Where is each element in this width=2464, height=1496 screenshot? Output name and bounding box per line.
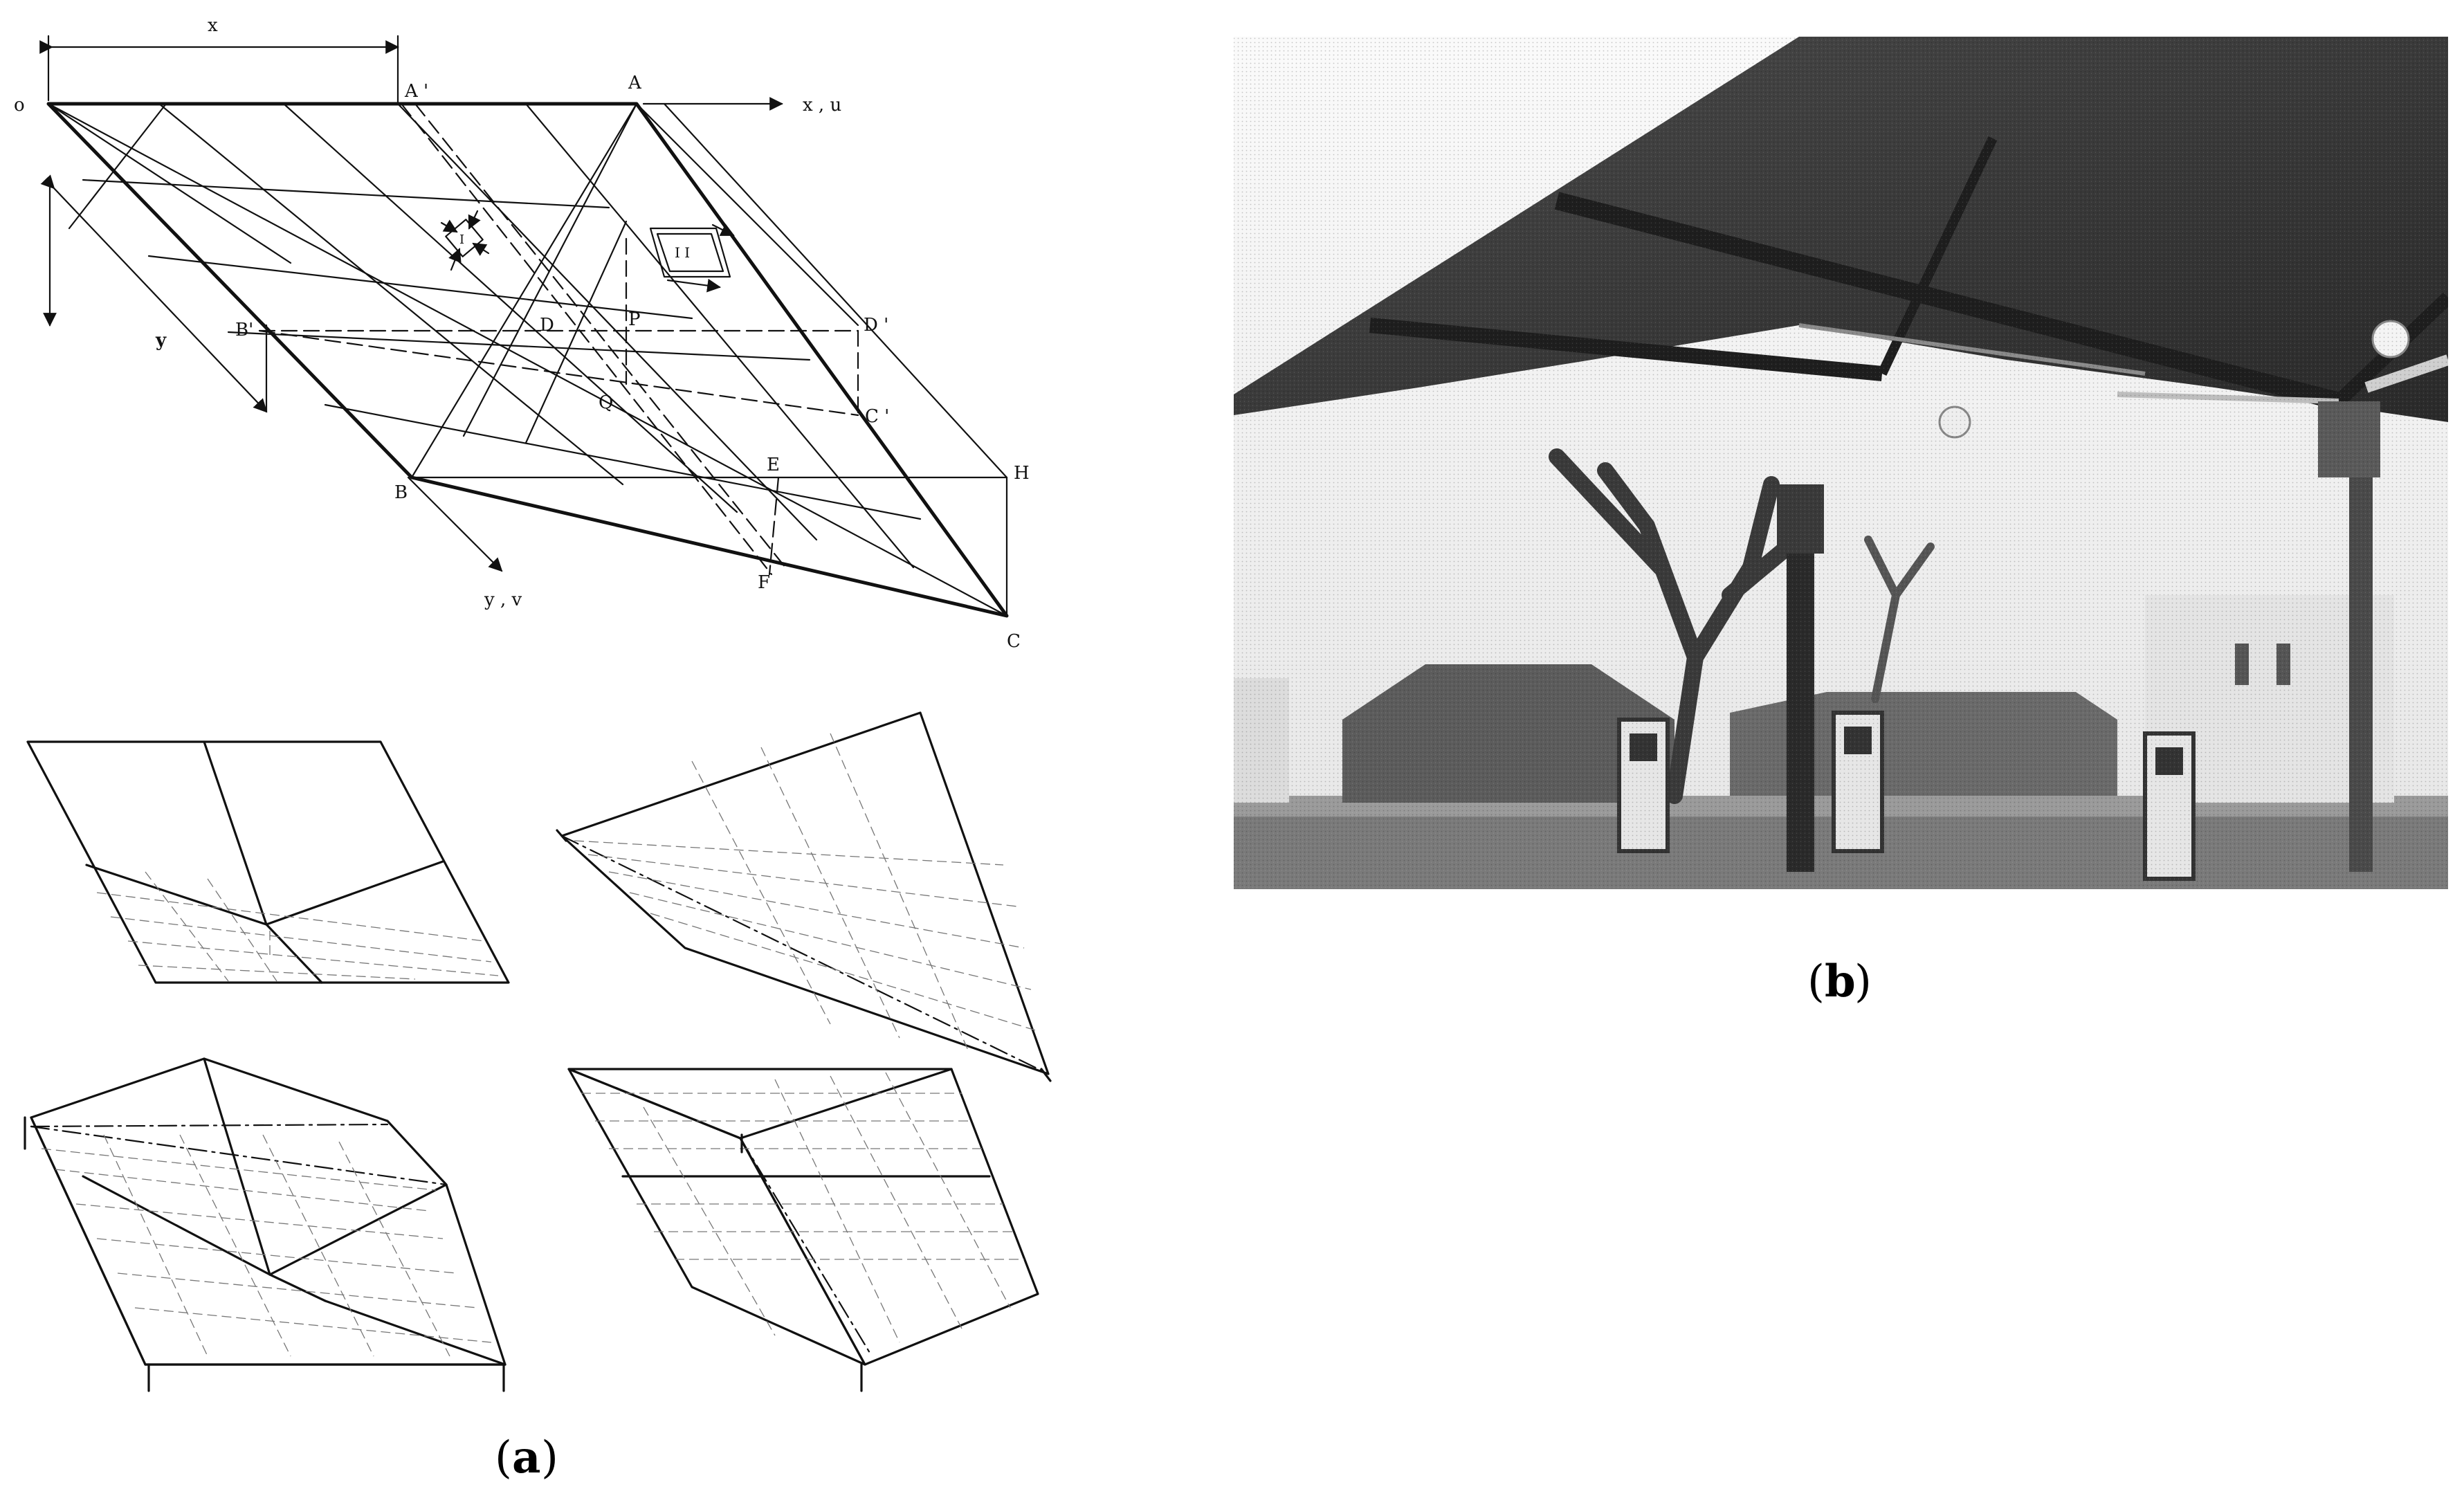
label-b-prime: B' (235, 320, 253, 340)
caption-a-close: ) (541, 1432, 558, 1484)
dimension-x-label: x (208, 15, 218, 36)
shell-variant-plan (26, 740, 510, 984)
gas-station-canopy-photo (1234, 37, 2448, 889)
label-p: P (628, 309, 641, 330)
label-b: B (394, 482, 408, 503)
label-d: D (540, 315, 554, 336)
shell-variant-umbrella (24, 1057, 507, 1392)
caption-a-open: ( (495, 1432, 512, 1484)
caption-b-letter: b (1825, 956, 1856, 1007)
element-i: I (440, 210, 490, 271)
caption-b-open: ( (1807, 956, 1825, 1007)
axis-yv-label: y , v (484, 590, 522, 610)
element-ii-label: I I (675, 244, 690, 261)
element-i-label: I (459, 232, 464, 247)
label-a-prime: A ' (404, 81, 428, 102)
dimension-y-label: y (155, 330, 167, 351)
label-e: E (767, 455, 780, 475)
label-f: F (758, 572, 770, 593)
label-c: C (1007, 631, 1021, 652)
element-ii: I I (649, 224, 735, 293)
label-q: Q (599, 392, 613, 413)
hp-shell-diagram: x x , u y , v y (14, 15, 1030, 652)
label-a: A (628, 73, 642, 93)
label-o: o (14, 95, 25, 116)
caption-b-close: ) (1854, 956, 1872, 1007)
caption-a-letter: a (512, 1432, 540, 1484)
label-d-prime: D ' (864, 315, 888, 336)
label-c-prime: C ' (865, 406, 889, 427)
shell-variant-triangle (556, 711, 1052, 1082)
axis-xu-label: x , u (803, 95, 841, 116)
label-h: H (1014, 463, 1030, 484)
shell-variant-gable (567, 1068, 1039, 1392)
